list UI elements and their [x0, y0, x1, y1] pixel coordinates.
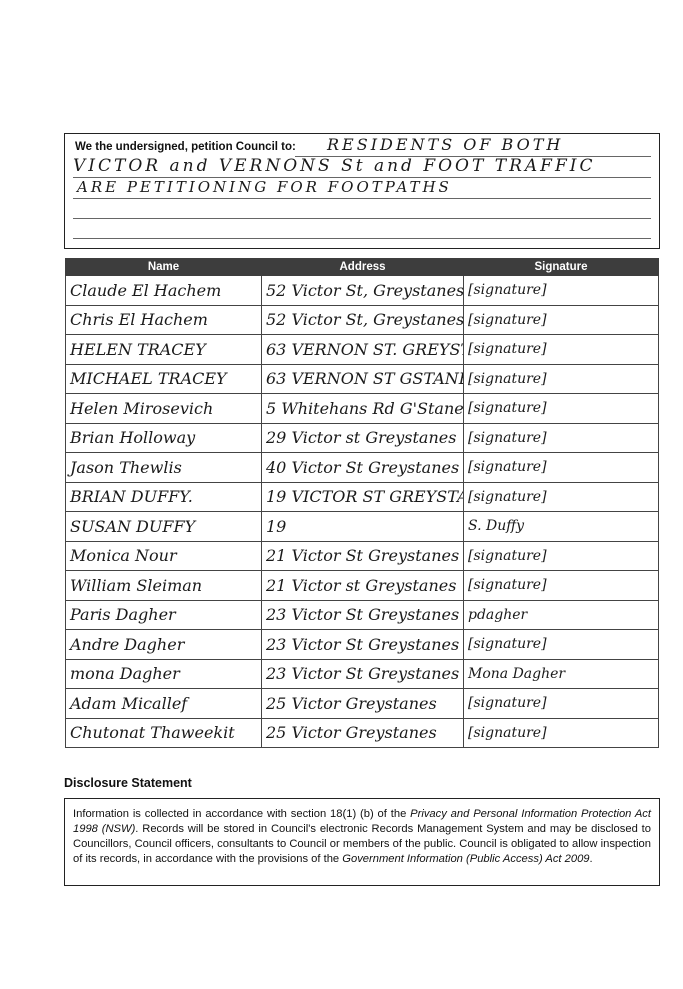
- signature-cell: Mona Dagher: [463, 658, 659, 689]
- name-cell: MICHAEL TRACEY: [65, 363, 262, 394]
- disclosure-text: Information is collected in accordance w…: [73, 808, 411, 820]
- column-header-name: Name: [65, 258, 262, 276]
- address-cell: 19 VICTOR ST GREYSTANES.: [261, 481, 464, 512]
- signature-cell: [signature]: [463, 570, 659, 601]
- address-cell: 21 Victor St Greystanes: [261, 540, 464, 571]
- address-cell: 29 Victor st Greystanes: [261, 422, 464, 453]
- table-row: BRIAN DUFFY.19 VICTOR ST GREYSTANES.[sig…: [65, 481, 659, 512]
- address-cell: 23 Victor St Greystanes: [261, 599, 464, 630]
- signature-cell: [signature]: [463, 393, 659, 424]
- petition-text-line-1: RESIDENTS OF BOTH: [327, 135, 564, 154]
- gipa-act-title: Government Information (Public Access) A…: [342, 853, 590, 865]
- address-cell: 52 Victor St, Greystanes: [261, 275, 464, 306]
- address-cell: 25 Victor Greystanes: [261, 717, 464, 748]
- name-cell: Chris El Hachem: [65, 304, 262, 335]
- address-cell: 23 Victor St Greystanes: [261, 629, 464, 660]
- address-cell: 5 Whitehans Rd G'Stanes: [261, 393, 464, 424]
- disclosure-box: Information is collected in accordance w…: [64, 798, 660, 886]
- name-cell: BRIAN DUFFY.: [65, 481, 262, 512]
- address-cell: 40 Victor St Greystanes: [261, 452, 464, 483]
- name-cell: Paris Dagher: [65, 599, 262, 630]
- writing-line: [73, 238, 651, 239]
- name-cell: mona Dagher: [65, 658, 262, 689]
- signature-cell: [signature]: [463, 540, 659, 571]
- signature-cell: [signature]: [463, 275, 659, 306]
- name-cell: SUSAN DUFFY: [65, 511, 262, 542]
- address-cell: 63 VERNON ST. GREYSTANES: [261, 334, 464, 365]
- signature-cell: [signature]: [463, 629, 659, 660]
- address-cell: 21 Victor st Greystanes: [261, 570, 464, 601]
- signature-cell: [signature]: [463, 422, 659, 453]
- address-cell: 52 Victor St, Greystanes: [261, 304, 464, 335]
- writing-line: [295, 156, 651, 157]
- signature-cell: [signature]: [463, 688, 659, 719]
- name-cell: Chutonat Thaweekit: [65, 717, 262, 748]
- address-cell: 25 Victor Greystanes: [261, 688, 464, 719]
- address-cell: 19: [261, 511, 464, 542]
- signature-cell: [signature]: [463, 334, 659, 365]
- petition-text-line-2: VICTOR and VERNONS St and FOOT TRAFFIC: [73, 156, 596, 176]
- writing-line: [73, 218, 651, 219]
- signature-cell: pdagher: [463, 599, 659, 630]
- name-cell: Jason Thewlis: [65, 452, 262, 483]
- writing-line: [73, 198, 651, 199]
- disclosure-text: . Records will be stored in Council's el…: [73, 823, 651, 865]
- signature-cell: [signature]: [463, 452, 659, 483]
- address-cell: 63 VERNON ST GSTANES: [261, 363, 464, 394]
- address-cell: 23 Victor St Greystanes: [261, 658, 464, 689]
- name-cell: HELEN TRACEY: [65, 334, 262, 365]
- writing-line: [73, 177, 651, 178]
- signature-cell: [signature]: [463, 304, 659, 335]
- petition-box: We the undersigned, petition Council to:…: [64, 133, 660, 249]
- disclosure-title: Disclosure Statement: [64, 776, 192, 790]
- signature-cell: [signature]: [463, 481, 659, 512]
- name-cell: Brian Holloway: [65, 422, 262, 453]
- name-cell: Andre Dagher: [65, 629, 262, 660]
- column-header-address: Address: [261, 258, 464, 276]
- column-header-signature: Signature: [463, 258, 659, 276]
- name-cell: Helen Mirosevich: [65, 393, 262, 424]
- signature-cell: [signature]: [463, 717, 659, 748]
- privacy-act-title: Privacy and Personal Information Protect…: [73, 808, 652, 835]
- name-cell: Monica Nour: [65, 540, 262, 571]
- signature-cell: S. Duffy: [463, 511, 659, 542]
- petition-text-line-3: ARE PETITIONING FOR FOOTPATHS: [77, 178, 452, 196]
- name-cell: Adam Micallef: [65, 688, 262, 719]
- disclosure-text: .: [589, 853, 593, 865]
- petition-label: We the undersigned, petition Council to:: [75, 141, 296, 153]
- signature-cell: [signature]: [463, 363, 659, 394]
- name-cell: Claude El Hachem: [65, 275, 262, 306]
- name-cell: William Sleiman: [65, 570, 262, 601]
